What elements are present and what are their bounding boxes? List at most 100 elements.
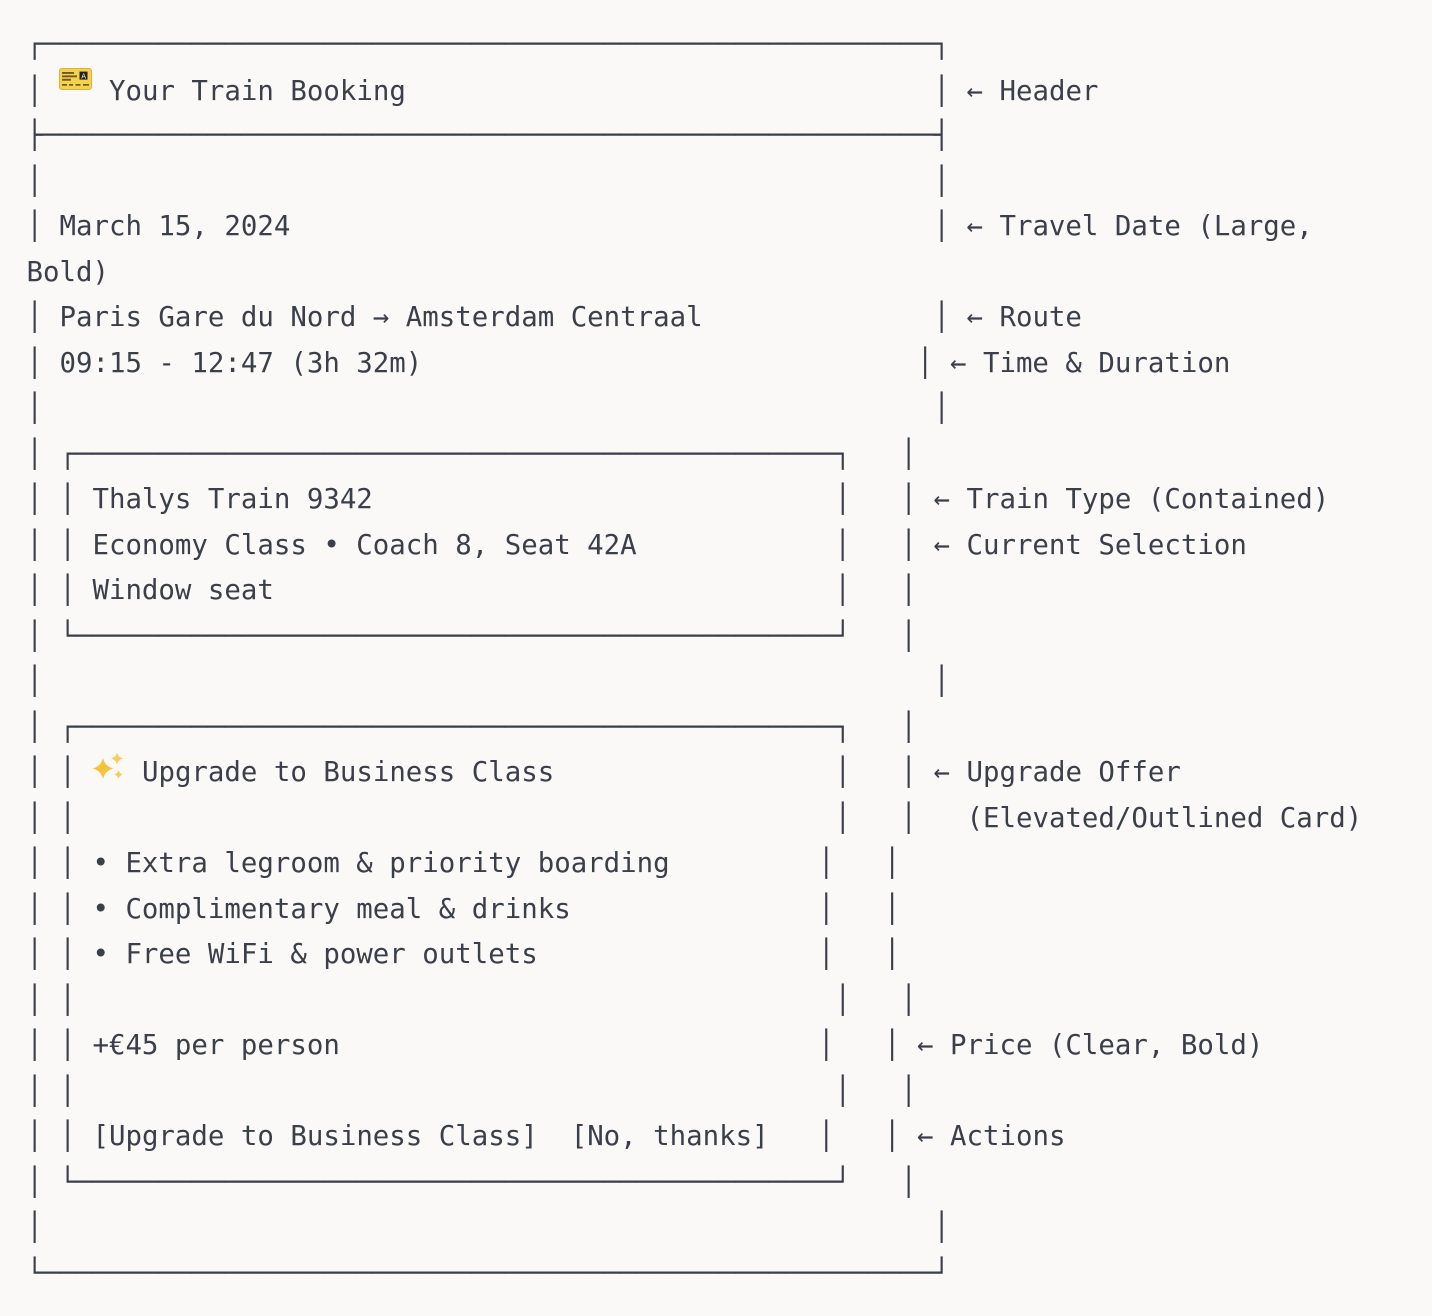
art-fill: [43, 393, 934, 424]
art-text: │ │: [834, 1075, 918, 1107]
art-text: │ ┌: [26, 711, 76, 743]
art-text: │: [26, 666, 44, 697]
art-text: │ 09:15 - 12:47 (3h 32m): [26, 347, 423, 379]
art-text: │ │: [818, 848, 901, 879]
art-text: │ │ ← Upgrade Offer: [834, 757, 1181, 788]
art-fill: [340, 1030, 818, 1061]
art-row: ├───────────────────────────────────────…: [27, 113, 1413, 159]
art-text: │ │ +€45 per person: [26, 1030, 340, 1061]
art-text: │: [26, 75, 60, 107]
art-text: │ └: [26, 620, 76, 652]
art-text: │: [26, 165, 44, 197]
art-text: │ │ ← Price (Clear, Bold): [818, 1030, 1264, 1061]
art-text: │ │: [26, 1075, 76, 1107]
art-fill: [43, 166, 934, 197]
art-text: │ │ Thalys Train 9342: [26, 484, 373, 515]
art-text: │ │: [834, 984, 918, 1016]
art-text: Bold): [26, 256, 109, 288]
art-row: │ │ +€45 per person │ │ ← Price (Clear, …: [27, 1023, 1413, 1069]
art-text: │ │: [26, 802, 76, 834]
art-text: ┐ │: [834, 711, 918, 743]
art-text: │ │: [818, 893, 901, 925]
sparkles-emoji-icon: [92, 752, 125, 788]
art-fill: [670, 848, 818, 879]
art-row: │ │ • Free WiFi & power outlets │ │: [27, 932, 1413, 978]
art-text: ┤: [933, 120, 951, 151]
art-row: │ │ • Extra legroom & priority boarding …: [27, 841, 1413, 887]
art-text: │ │: [26, 1121, 93, 1152]
art-row: │ └─────────────────────────────────────…: [27, 614, 1413, 660]
art-row: │ │ • Complimentary meal & drinks │ │: [27, 887, 1413, 933]
art-row: │ ┌─────────────────────────────────────…: [27, 432, 1413, 478]
art-text: ┐: [933, 29, 951, 60]
art-text: │ │ Economy Class • Coach 8, Seat 42A: [26, 529, 637, 561]
art-text: ┘ │: [834, 1166, 918, 1198]
art-text: └: [26, 1257, 44, 1289]
art-text: │ │: [818, 939, 901, 970]
art-row: │ │ Window seat │ │: [27, 568, 1413, 614]
art-row: │ A Your Train Booking │ ← Header: [26, 67, 1413, 114]
upgrade-decline-button[interactable]: [No, thanks]: [570, 1121, 769, 1152]
art-text: │ ← Travel Date (Large,: [933, 211, 1313, 242]
art-text: │ │ ← Train Type (Contained): [834, 484, 1330, 515]
art-row: │ 09:15 - 12:47 (3h 32m) │ ← Time & Dura…: [27, 341, 1413, 387]
art-row: │ │: [27, 1205, 1413, 1251]
art-fill: [373, 484, 835, 515]
art-fill: [76, 803, 835, 834]
art-fill: [538, 939, 818, 970]
art-row: │ │ Thalys Train 9342 │ │ ← Train Type (…: [27, 477, 1413, 523]
art-row: Bold): [27, 250, 1413, 296]
art-text: │: [933, 1212, 951, 1243]
art-fill: [76, 1076, 835, 1107]
art-fill: [290, 211, 933, 242]
art-fill: [406, 76, 934, 107]
art-row: │ │: [27, 159, 1413, 205]
art-row: │ │ Upgrade to Business Class │ │ ← Upgr…: [27, 750, 1413, 796]
art-row: │ │ │ │: [27, 1069, 1413, 1115]
art-text: │ ┌: [26, 438, 76, 470]
art-text: ├: [26, 120, 44, 151]
art-fill: ────────────────────────────────────────…: [43, 29, 934, 60]
art-fill: [554, 757, 834, 788]
art-fill: [571, 894, 818, 925]
art-text: │ Paris Gare du Nord → Amsterdam Centraa…: [26, 302, 703, 333]
art-text: │ │ ← Current Selection: [834, 529, 1247, 561]
art-text: Your Train Booking: [92, 75, 406, 107]
art-fill: [274, 575, 835, 606]
art-text: │: [26, 1212, 44, 1243]
art-fill: [538, 1121, 571, 1152]
art-row: │ └─────────────────────────────────────…: [27, 1160, 1413, 1206]
art-text: │ March 15, 2024: [26, 211, 291, 242]
art-row: │ │ │ │ (Elevated/Outlined Card): [27, 796, 1413, 842]
art-text: │ │: [26, 757, 93, 788]
art-row: │ │ Economy Class • Coach 8, Seat 42A │ …: [27, 523, 1413, 569]
art-row: │ March 15, 2024 │ ← Travel Date (Large,: [27, 204, 1413, 250]
art-fill: [43, 666, 934, 697]
art-text: Upgrade to Business Class: [125, 757, 555, 788]
art-text: ┘: [933, 1257, 951, 1289]
art-text: ┐ │: [834, 438, 918, 470]
art-fill: ────────────────────────────────────────…: [43, 120, 934, 151]
art-text: │: [933, 393, 951, 424]
art-row: │ │: [27, 386, 1413, 432]
art-row: │ │ │ │: [27, 978, 1413, 1024]
art-text: ┘ │: [834, 620, 918, 652]
art-text: │ └: [26, 1166, 76, 1198]
art-text: │ │ (Elevated/Outlined Card): [834, 802, 1363, 834]
art-fill: [637, 530, 835, 561]
art-text: │ │ • Extra legroom & priority boarding: [26, 848, 670, 879]
art-text: │ │: [26, 984, 76, 1016]
art-text: │: [933, 165, 951, 197]
art-fill: [43, 1212, 934, 1243]
art-fill: ────────────────────────────────────────…: [75, 438, 835, 470]
art-text: │ │ • Free WiFi & power outlets: [26, 939, 538, 970]
art-fill: [703, 302, 934, 333]
art-fill: ────────────────────────────────────────…: [75, 620, 835, 652]
art-text: │ │: [834, 575, 917, 606]
art-text: │ │ • Complimentary meal & drinks: [26, 893, 571, 925]
art-row: └───────────────────────────────────────…: [27, 1251, 1413, 1297]
upgrade-confirm-button[interactable]: [Upgrade to Business Class]: [92, 1121, 538, 1152]
art-fill: ────────────────────────────────────────…: [75, 1166, 835, 1198]
art-text: ┌: [26, 29, 44, 60]
